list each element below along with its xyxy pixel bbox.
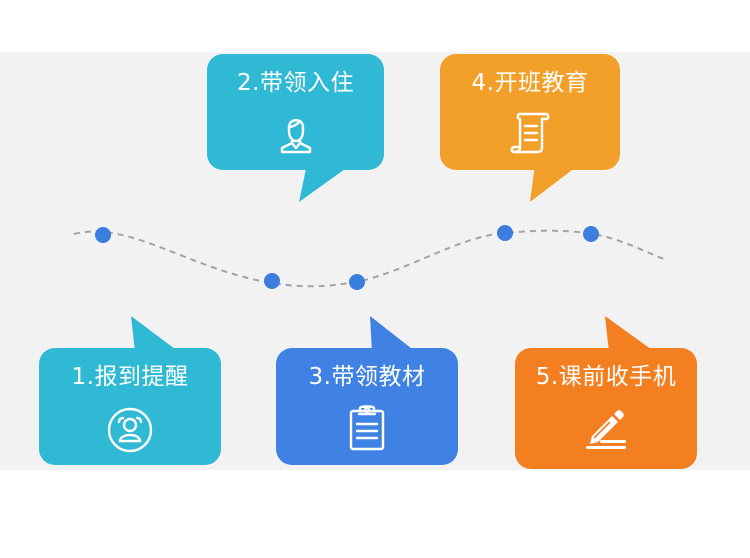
step-card: 3.带领教材 — [276, 348, 458, 465]
step-card: 2.带领入住 — [207, 54, 384, 170]
timeline-dot-4 — [497, 225, 513, 241]
scroll-icon — [510, 112, 550, 154]
step-label: 2.带领入住 — [237, 70, 354, 96]
step-label: 4.开班教育 — [471, 70, 589, 96]
person-icon — [280, 119, 311, 154]
step-2: 2.带领入住 — [207, 54, 384, 204]
timeline-dot-1 — [95, 227, 111, 243]
step-1: 1.报到提醒 — [39, 316, 221, 466]
timeline-curve — [73, 229, 665, 288]
step-card: 5.课前收手机 — [515, 348, 697, 469]
timeline-dot-3 — [349, 274, 365, 290]
speech-tail — [530, 164, 580, 202]
step-card: 1.报到提醒 — [39, 348, 221, 465]
person-badge-icon — [107, 407, 153, 453]
timeline-dot-5 — [583, 226, 599, 242]
speech-tail — [605, 316, 655, 352]
pencil-icon — [586, 410, 626, 449]
step-label: 3.带领教材 — [308, 364, 426, 390]
step-3: 3.带领教材 — [276, 316, 458, 466]
step-4: 4.开班教育 — [440, 54, 620, 204]
step-label: 5.课前收手机 — [535, 364, 677, 390]
step-5: 5.课前收手机 — [515, 316, 697, 469]
clipboard-icon — [349, 405, 385, 451]
speech-tail — [299, 164, 352, 202]
speech-tail — [131, 316, 179, 352]
step-card: 4.开班教育 — [440, 54, 620, 170]
timeline-dot-2 — [264, 273, 280, 289]
speech-tail — [370, 316, 416, 352]
step-label: 1.报到提醒 — [71, 364, 189, 390]
